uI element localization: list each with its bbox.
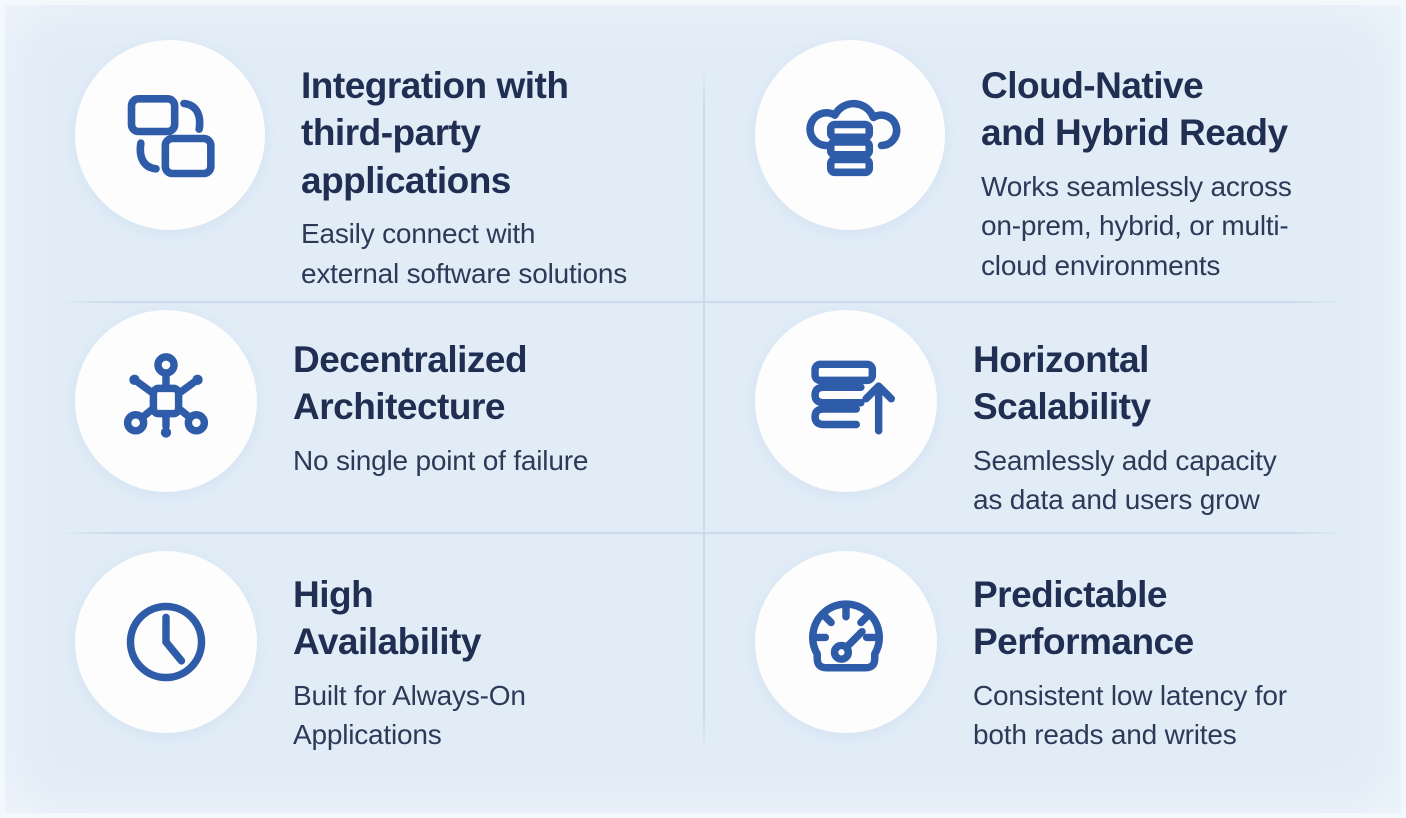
feature-card-high-availability: High Availability Built for Always-On Ap… <box>0 533 703 818</box>
feature-description: Works seamlessly across on-prem, hybrid,… <box>981 170 1292 282</box>
feature-description: No single point of failure <box>293 444 589 476</box>
feature-description: Consistent low latency for both reads an… <box>973 679 1287 751</box>
feature-card-decentralized: Decentralized Architecture No single poi… <box>0 302 703 533</box>
feature-description: Seamlessly add capacity as data and user… <box>973 444 1277 516</box>
row-divider-2 <box>60 532 1346 534</box>
feature-title: Predictable Performance <box>973 574 1194 663</box>
feature-title: Integration with third-party application… <box>301 65 569 201</box>
icon-circle <box>75 310 257 492</box>
cloud-database-icon <box>806 99 901 177</box>
feature-title: Cloud-Native and Hybrid Ready <box>981 65 1288 154</box>
network-nodes-icon <box>123 353 209 438</box>
icon-circle <box>75 551 257 733</box>
feature-text: Predictable Performance Consistent low l… <box>973 571 1287 755</box>
feature-card-cloud-native: Cloud-Native and Hybrid Ready Works seam… <box>703 0 1406 302</box>
clock-icon <box>126 602 206 682</box>
integration-icon <box>127 95 215 178</box>
stack-growth-icon <box>811 360 895 435</box>
gauge-icon <box>809 600 883 672</box>
feature-text: High Availability Built for Always-On Ap… <box>293 571 526 755</box>
feature-title: Horizontal Scalability <box>973 339 1151 428</box>
feature-description: Built for Always-On Applications <box>293 679 526 751</box>
feature-text: Horizontal Scalability Seamlessly add ca… <box>973 336 1277 520</box>
feature-title: High Availability <box>293 574 481 663</box>
feature-description: Easily connect with external software so… <box>301 218 628 289</box>
icon-circle <box>755 310 937 492</box>
feature-title: Decentralized Architecture <box>293 339 528 428</box>
column-divider <box>703 64 705 754</box>
feature-text: Cloud-Native and Hybrid Ready Works seam… <box>981 62 1292 286</box>
feature-text: Decentralized Architecture No single poi… <box>293 336 588 480</box>
feature-card-predictable-performance: Predictable Performance Consistent low l… <box>703 533 1406 818</box>
row-divider-1 <box>60 301 1346 303</box>
feature-text: Integration with third-party application… <box>301 62 627 294</box>
icon-circle <box>755 551 937 733</box>
feature-card-integration: Integration with third-party application… <box>0 0 703 302</box>
icon-circle <box>755 40 945 230</box>
icon-circle <box>75 40 265 230</box>
feature-card-horizontal-scalability: Horizontal Scalability Seamlessly add ca… <box>703 302 1406 533</box>
